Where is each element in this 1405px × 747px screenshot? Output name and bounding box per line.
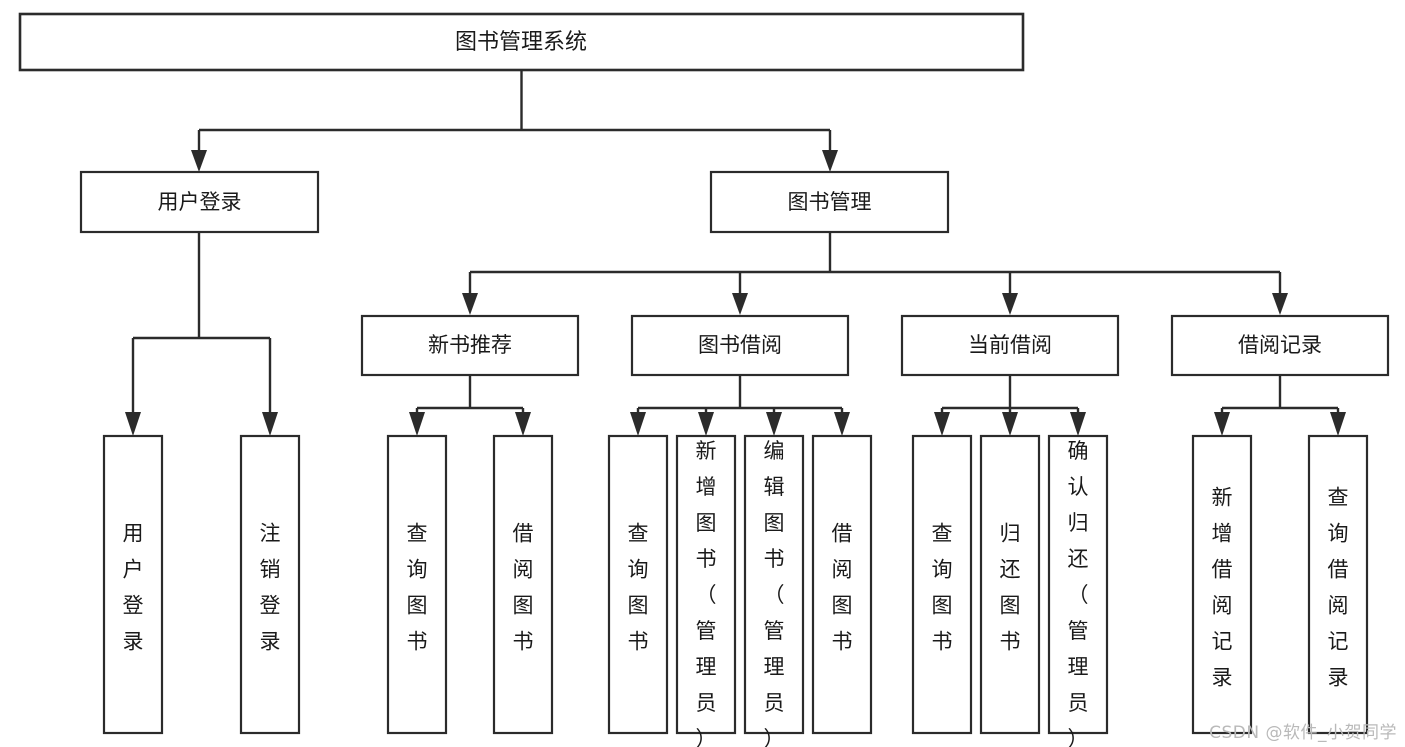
arrow-borrow-leaf-4 [834,412,850,436]
arrow-user-leaf-2 [262,412,278,436]
arrow-book-to-record [1272,293,1288,315]
leaf-logout-box[interactable] [239,434,301,735]
leaf-record-add-label: 新增借阅记录 [1212,486,1233,690]
node-user-login-box[interactable] [79,170,320,234]
leaf-borrow-edit-book-label: 编辑图书（管理员） [764,439,785,747]
node-current-borrow-box[interactable] [900,314,1120,377]
leaf-borrow-query-book-box[interactable] [607,434,669,735]
arrow-book-to-borrow [732,293,748,315]
node-book-borrow-box[interactable] [630,314,850,377]
leaf-new-query-book-label: 查询图书 [407,522,428,654]
leaf-current-query-book-box[interactable] [911,434,973,735]
leaf-borrow-add-book[interactable]: 新增图书（管理员） [675,434,737,747]
leaf-borrow-add-book-box[interactable] [675,434,737,735]
node-borrow-record[interactable]: 借阅记录 [1170,314,1390,377]
node-current-borrow-label: 当前借阅 [968,333,1052,357]
leaf-current-return-book-label: 归还图书 [1000,522,1021,654]
arrow-user-leaf-1 [125,412,141,436]
leaf-new-borrow-book[interactable]: 借阅图书 [492,434,554,735]
node-root[interactable]: 图书管理系统 [18,12,1025,72]
node-book-management[interactable]: 图书管理 [709,170,950,234]
leaf-record-add[interactable]: 新增借阅记录 [1191,434,1253,735]
arrow-record-leaf-2 [1330,412,1346,436]
arrow-current-leaf-1 [934,412,950,436]
arrow-borrow-leaf-1 [630,412,646,436]
arrow-root-to-user [191,150,207,172]
node-borrow-record-label: 借阅记录 [1238,333,1322,357]
leaf-user-login[interactable]: 用户登录 [102,434,164,735]
leaf-record-query-label: 查询借阅记录 [1328,486,1349,690]
leaf-record-query-box[interactable] [1307,434,1369,735]
leaf-borrow-borrow-book[interactable]: 借阅图书 [811,434,873,735]
leaf-current-query-book-label: 查询图书 [932,522,953,654]
leaf-borrow-borrow-book-box[interactable] [811,434,873,735]
node-user-login[interactable]: 用户登录 [79,170,320,234]
node-root-label: 图书管理系统 [455,30,587,55]
arrow-root-to-book [822,150,838,172]
leaf-record-query[interactable]: 查询借阅记录 [1307,434,1369,735]
leaf-new-query-book[interactable]: 查询图书 [386,434,448,735]
node-book-management-label: 图书管理 [788,190,872,214]
leaf-borrow-query-book[interactable]: 查询图书 [607,434,669,735]
arrow-current-leaf-3 [1070,412,1086,436]
node-root-box[interactable] [18,12,1025,72]
arrow-current-leaf-2 [1002,412,1018,436]
leaf-current-return-book[interactable]: 归还图书 [979,434,1041,735]
node-borrow-record-box[interactable] [1170,314,1390,377]
arrow-book-to-new [462,293,478,315]
leaf-logout[interactable]: 注销登录 [239,434,301,735]
leaf-logout-label: 注销登录 [260,522,281,654]
leaf-current-confirm-return-box[interactable] [1047,434,1109,735]
leaf-borrow-query-book-label: 查询图书 [628,522,649,654]
leaf-record-add-box[interactable] [1191,434,1253,735]
leaf-new-borrow-book-box[interactable] [492,434,554,735]
arrow-record-leaf-1 [1214,412,1230,436]
leaf-borrow-add-book-label: 新增图书（管理员） [696,439,717,747]
leaf-current-return-book-box[interactable] [979,434,1041,735]
arrow-borrow-leaf-3 [766,412,782,436]
arrow-book-to-current [1002,293,1018,315]
node-user-login-label: 用户登录 [158,190,242,214]
node-new-book-recommend-box[interactable] [360,314,580,377]
leaf-borrow-edit-book[interactable]: 编辑图书（管理员） [743,434,805,747]
leaf-borrow-edit-book-box[interactable] [743,434,805,735]
leaf-new-borrow-book-label: 借阅图书 [513,522,534,654]
arrow-new-leaf-2 [515,412,531,436]
node-new-book-recommend-label: 新书推荐 [428,333,512,357]
node-new-book-recommend[interactable]: 新书推荐 [360,314,580,377]
leaf-borrow-borrow-book-label: 借阅图书 [832,522,853,654]
leaf-current-query-book[interactable]: 查询图书 [911,434,973,735]
node-book-borrow[interactable]: 图书借阅 [630,314,850,377]
leaf-user-login-box[interactable] [102,434,164,735]
connector-layer [125,70,1346,436]
arrow-new-leaf-1 [409,412,425,436]
node-book-borrow-label: 图书借阅 [698,333,782,357]
leaf-current-confirm-return[interactable]: 确认归还（管理员） [1047,434,1109,747]
leaf-new-query-book-box[interactable] [386,434,448,735]
leaf-current-confirm-return-label: 确认归还（管理员） [1068,439,1089,747]
node-book-management-box[interactable] [709,170,950,234]
arrow-borrow-leaf-2 [698,412,714,436]
node-current-borrow[interactable]: 当前借阅 [900,314,1120,377]
leaf-user-login-label: 用户登录 [123,522,144,654]
